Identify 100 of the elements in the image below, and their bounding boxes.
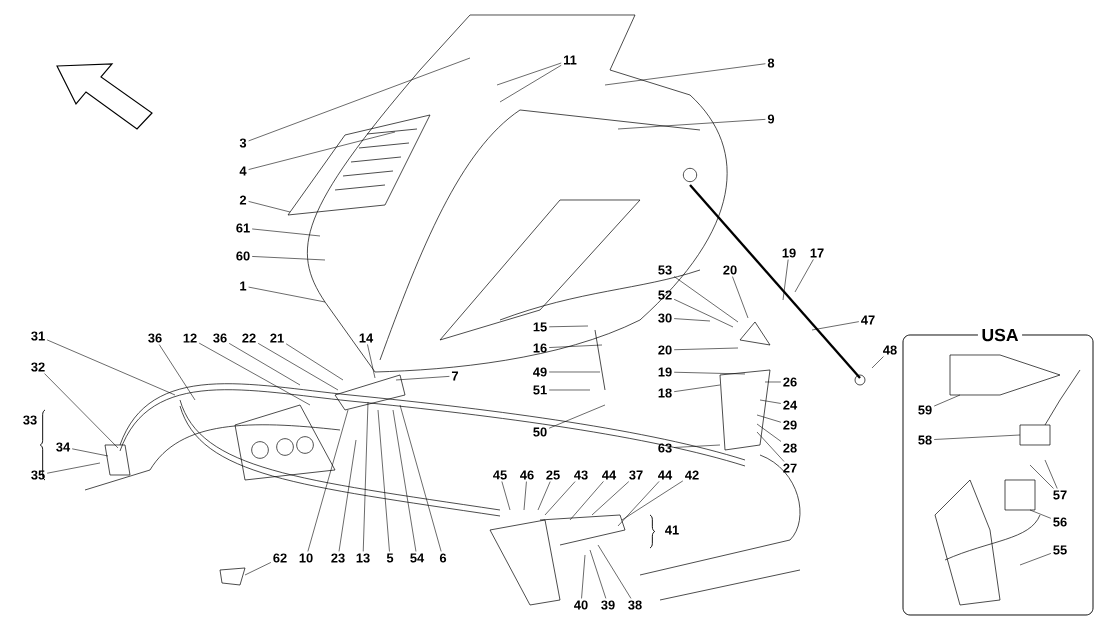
leader-line (251, 256, 326, 261)
leader-line (248, 57, 471, 142)
callout-number: 13 (356, 553, 370, 563)
callout-number: 43 (574, 470, 588, 480)
leader-line (673, 384, 721, 392)
callout-number: 55 (1053, 545, 1067, 555)
leader-line (673, 347, 739, 351)
callout-number: 20 (723, 265, 737, 275)
callout-number: 53 (658, 265, 672, 275)
callout-number: 61 (236, 223, 250, 233)
callout-number: 49 (533, 367, 547, 377)
callout-number: 23 (331, 553, 345, 563)
leader-line (617, 119, 766, 130)
leader-line (732, 276, 749, 319)
leader-line (1019, 553, 1052, 566)
callout-number: 36 (148, 333, 162, 343)
leader-line (933, 394, 961, 407)
callout-number: 48 (883, 345, 897, 355)
callout-number: 24 (783, 400, 798, 410)
leader-line (537, 481, 551, 511)
leader-line (764, 381, 782, 383)
leader-line (544, 481, 576, 516)
leader-line (392, 409, 417, 552)
leader-line (251, 228, 321, 237)
callout-number: 19 (782, 248, 796, 258)
callout-number: 11 (564, 55, 577, 65)
leader-line (248, 201, 291, 213)
callout-number: 34 (56, 442, 71, 452)
leader-line (933, 434, 1021, 440)
leader-line (756, 431, 785, 462)
leader-line (673, 299, 734, 328)
callout-number: 10 (299, 553, 313, 563)
callout-number: 7 (452, 371, 458, 381)
callout-number: 12 (183, 333, 197, 343)
callout-number: 60 (236, 251, 250, 261)
callout-number: 35 (31, 470, 45, 480)
leader-line (523, 481, 527, 511)
leader-line (338, 439, 357, 552)
leader-line (673, 276, 739, 323)
leader-line (248, 286, 326, 303)
callout-number: 32 (31, 362, 45, 372)
leader-line (307, 409, 349, 552)
leader-line (597, 544, 632, 599)
callout-number: 1 (240, 281, 247, 291)
leader-line (1029, 509, 1052, 519)
callout-number: 56 (1053, 517, 1067, 527)
leader-line (569, 481, 604, 521)
callout-number: 44 (658, 470, 673, 480)
leader-line (756, 414, 782, 423)
callout-number: 57 (1053, 490, 1067, 500)
leader-line (46, 339, 176, 396)
leader-line (496, 62, 562, 86)
callout-number: 38 (628, 600, 642, 610)
callout-number: 2 (239, 195, 247, 205)
leader-line (756, 423, 782, 442)
leader-line (782, 259, 789, 301)
callout-number: 19 (658, 367, 672, 377)
callout-number: 25 (546, 470, 560, 480)
callout-number: 8 (767, 58, 775, 68)
callout-number: 22 (242, 333, 256, 343)
leader-line (589, 549, 607, 599)
leader-line (621, 480, 684, 521)
callout-number: 50 (533, 427, 547, 437)
leader-line (548, 404, 606, 429)
leader-line (257, 343, 339, 391)
leader-line (673, 371, 746, 375)
callout-number: 52 (658, 290, 672, 300)
callout-number: 21 (270, 333, 284, 343)
leader-line (811, 321, 860, 331)
leader-line (158, 344, 196, 401)
callout-number: 62 (273, 553, 287, 563)
leader-line (248, 131, 396, 170)
callout-number: 17 (810, 248, 824, 258)
callout-number: 45 (493, 470, 507, 480)
callout-number: 9 (767, 114, 775, 124)
callout-number: 59 (918, 405, 932, 415)
callout-number: 46 (520, 470, 534, 480)
leader-line (591, 481, 630, 516)
callout-number: 47 (861, 315, 875, 325)
leader-line (44, 373, 119, 449)
leader-line (377, 409, 390, 552)
callout-number: 58 (918, 435, 932, 445)
callout-number: 20 (658, 345, 672, 355)
leader-line (581, 554, 586, 599)
leader-line (1029, 464, 1054, 489)
callout-number: 30 (658, 313, 672, 323)
callout-number: 40 (574, 600, 588, 610)
leader-line (46, 462, 101, 474)
leader-line (673, 318, 711, 322)
leader-line (198, 342, 311, 406)
leader-line (548, 344, 603, 348)
callout-number: 33 (23, 415, 37, 425)
callout-number: 63 (658, 443, 672, 453)
callout-number: 16 (533, 343, 547, 353)
leader-line (604, 63, 766, 86)
leader-line (244, 562, 272, 576)
callout-number: 27 (783, 463, 797, 473)
leader-line (794, 259, 814, 293)
leader-line (395, 376, 450, 381)
leader-line (871, 356, 884, 369)
